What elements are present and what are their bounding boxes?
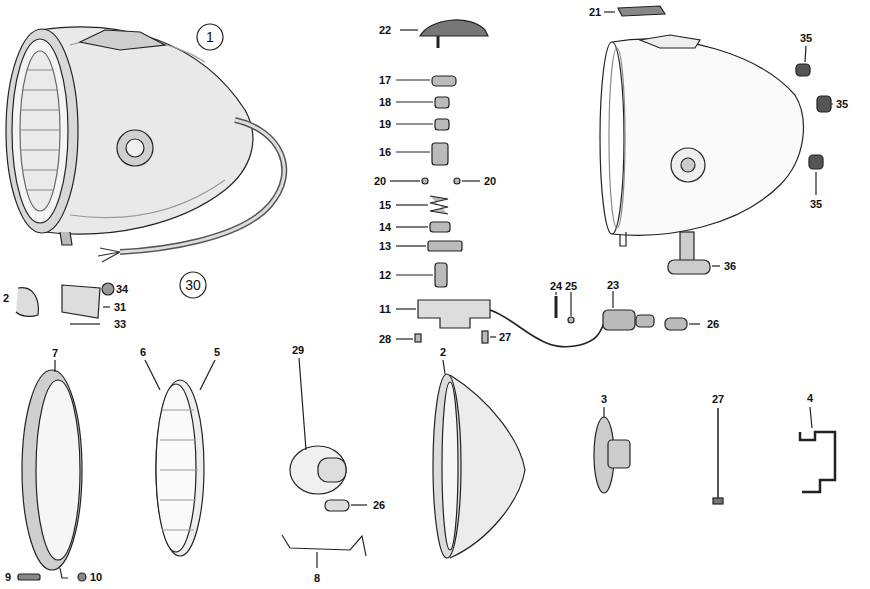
callout-number: 14 bbox=[378, 222, 392, 233]
callout-number: 19 bbox=[378, 119, 392, 130]
callout-circle: 1 bbox=[196, 23, 224, 51]
callout-number: 9 bbox=[4, 572, 12, 583]
callout-number: 16 bbox=[378, 147, 392, 158]
callout-number: 20 bbox=[483, 176, 497, 187]
lens bbox=[156, 380, 204, 556]
assembled-headlamp bbox=[6, 27, 284, 262]
bulb bbox=[290, 446, 346, 494]
callout-number: 7 bbox=[51, 348, 59, 359]
callout-number: 2 bbox=[2, 293, 10, 304]
callout-number: 31 bbox=[113, 302, 127, 313]
callout-number: 29 bbox=[291, 345, 305, 356]
callout-number: 28 bbox=[378, 334, 392, 345]
callout-number: 8 bbox=[313, 573, 321, 584]
callout-number: 35 bbox=[835, 99, 849, 110]
rim bbox=[22, 370, 82, 578]
callout-number: 22 bbox=[378, 25, 392, 36]
callout-number: 26 bbox=[706, 319, 720, 330]
callout-number: 13 bbox=[378, 241, 392, 252]
callout-number: 26 bbox=[372, 500, 386, 511]
callout-number: 27 bbox=[498, 332, 512, 343]
callout-number: 36 bbox=[723, 261, 737, 272]
callout-number: 4 bbox=[806, 393, 814, 404]
callout-number: 23 bbox=[606, 280, 620, 291]
callout-number: 27 bbox=[711, 394, 725, 405]
circle-shape bbox=[180, 272, 206, 298]
callout-number: 3 bbox=[600, 394, 608, 405]
callout-number: 35 bbox=[799, 33, 813, 44]
callout-number: 35 bbox=[809, 199, 823, 210]
callout-number: 20 bbox=[373, 176, 387, 187]
callout-number: 34 bbox=[115, 284, 129, 295]
callout-number: 5 bbox=[213, 347, 221, 358]
callout-number: 25 bbox=[564, 281, 578, 292]
callout-number: 15 bbox=[378, 200, 392, 211]
callout-number: 24 bbox=[549, 281, 563, 292]
circle-shape bbox=[197, 24, 223, 50]
callout-number: 11 bbox=[378, 304, 392, 315]
callout-number: 1 bbox=[206, 29, 214, 45]
callout-number: 10 bbox=[89, 572, 103, 583]
callout-circle: 30 bbox=[179, 271, 207, 299]
callout-number: 12 bbox=[378, 270, 392, 281]
callout-number: 21 bbox=[588, 7, 602, 18]
callout-number: 18 bbox=[378, 97, 392, 108]
callout-number: 30 bbox=[185, 277, 201, 293]
callout-number: 33 bbox=[113, 319, 127, 330]
reflector bbox=[433, 374, 525, 558]
callout-number: 17 bbox=[378, 75, 392, 86]
switch-plate bbox=[618, 6, 665, 16]
lamp-housing bbox=[600, 35, 803, 246]
callout-number: 2 bbox=[439, 347, 447, 358]
callout-number: 6 bbox=[139, 347, 147, 358]
